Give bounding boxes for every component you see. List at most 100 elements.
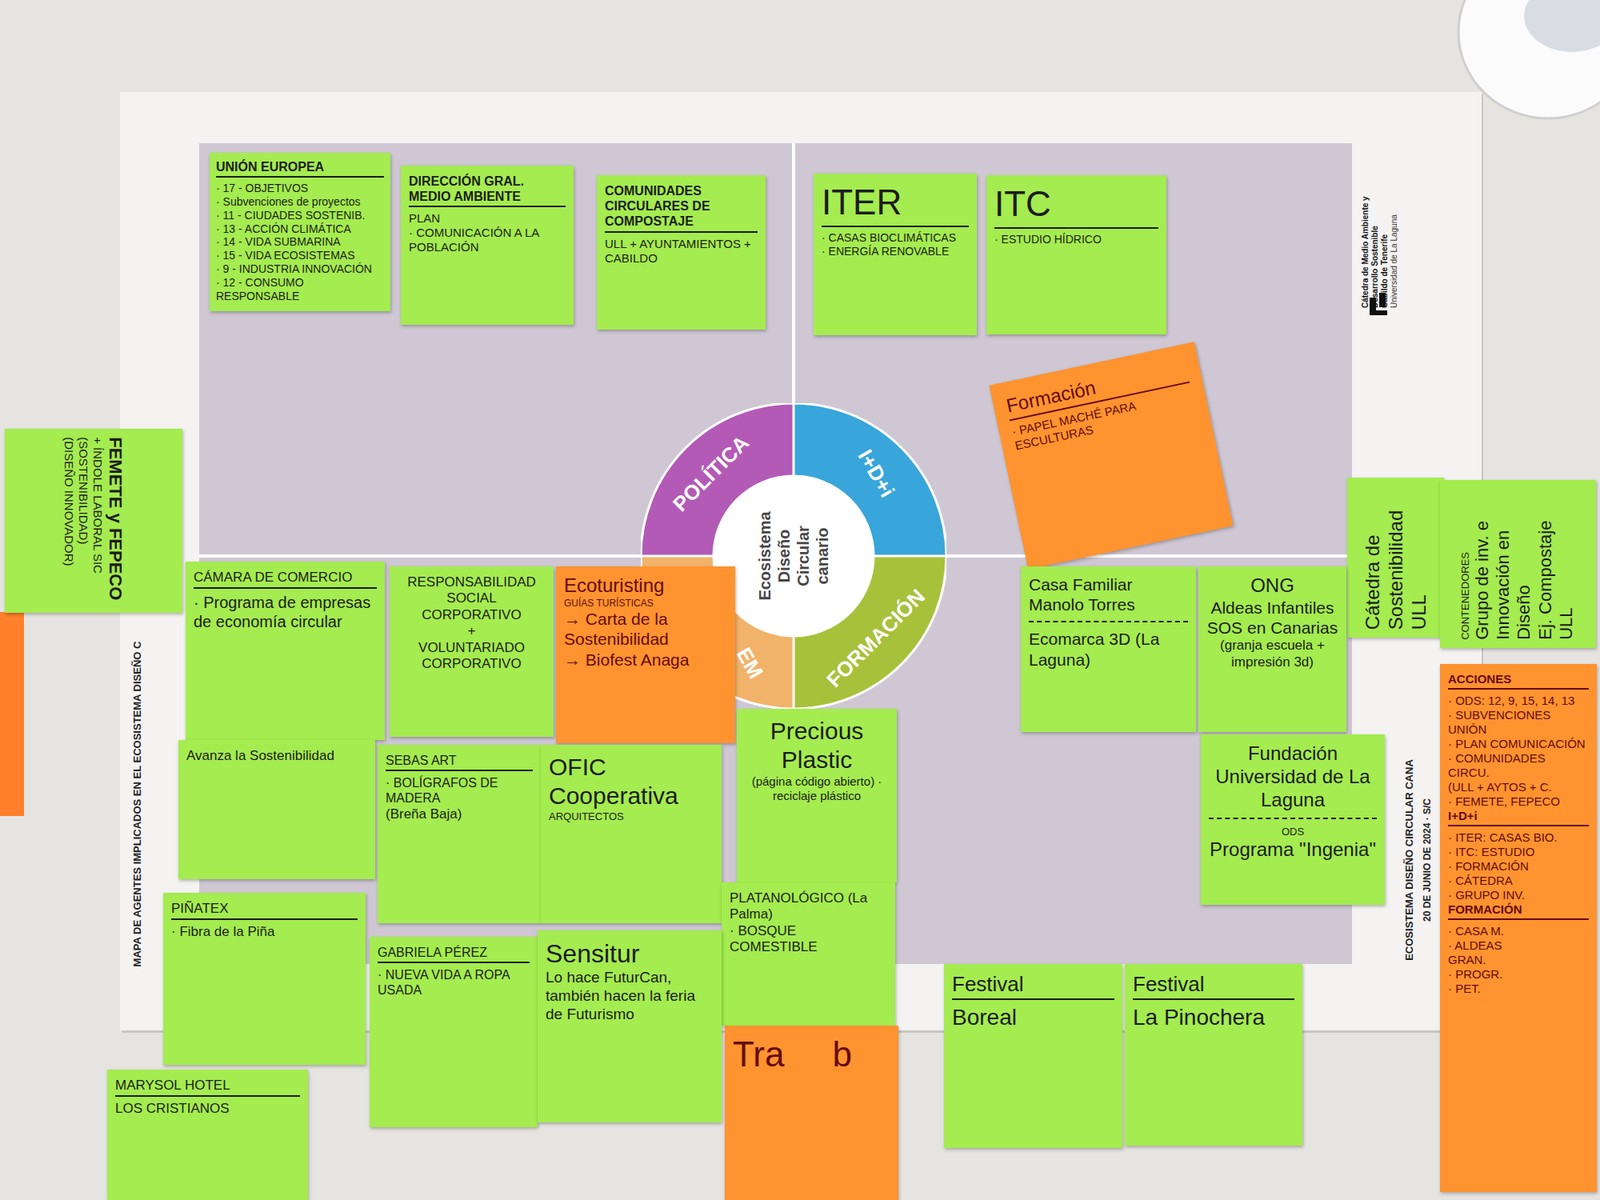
note-content: Avanza la Sostenibilidad <box>186 748 368 764</box>
side-label: 20 DE JUNIO DE 2024 · S/C <box>1420 732 1434 988</box>
note-text: → Biofest Anaga <box>564 649 728 670</box>
note-text: · BOLÍGRAFOS DE MADERA <box>385 775 533 806</box>
sticky-note: Casa Familiar Manolo TorresEcomarca 3D (… <box>1020 566 1196 732</box>
note-text: · PET. <box>1448 981 1589 996</box>
note-text: · ODS: 12, 9, 15, 14, 13 <box>1448 693 1589 708</box>
note-heading: Precious Plastic <box>744 716 889 775</box>
note-text: I+D+i <box>1448 808 1589 827</box>
note-text: FORMACIÓN <box>1448 902 1589 920</box>
note-content: SensiturLo hace FuturCan, también hacen … <box>545 938 714 1024</box>
note-text: Programa "Ingenia" <box>1208 838 1377 862</box>
note-heading: GABRIELA PÉREZ <box>377 944 530 964</box>
logo-text: Cátedra de Medio Ambiente y Desarrollo S… <box>1360 172 1380 308</box>
note-content: ONGAldeas Infantiles SOS en Canarias(gra… <box>1206 574 1339 671</box>
note-text: Aldeas Infantiles SOS en Canarias <box>1206 597 1339 638</box>
sticky-note: FestivalLa Pinochera <box>1124 964 1303 1146</box>
note-content: CÁMARA DE COMERCIO · Programa de empresas… <box>193 569 377 632</box>
note-content: MARYSOL HOTELLOS CRISTIANOS <box>115 1077 300 1118</box>
note-text: · 14 - VIDA SUBMARINA <box>216 235 384 249</box>
note-heading: DIRECCIÓN GRAL. MEDIO AMBIENTE <box>408 173 566 208</box>
poster <box>120 92 1482 1031</box>
note-text: · 11 - CIUDADES SOSTENIB. <box>216 208 384 223</box>
note-text: Boreal <box>952 1004 1115 1032</box>
note-text: · ITC: ESTUDIO <box>1448 844 1589 860</box>
note-text: · GRUPO INV. <box>1448 888 1589 903</box>
note-heading: Casa Familiar Manolo Torres <box>1028 574 1188 615</box>
note-content: GABRIELA PÉREZ· NUEVA VIDA A ROPA USADA <box>377 944 530 999</box>
note-content: Tra b <box>732 1033 891 1076</box>
logo-text: Universidad de La Laguna <box>1389 172 1400 308</box>
sticky-note: ACCIONES· ODS: 12, 9, 15, 14, 13· SUBVEN… <box>1440 664 1597 1192</box>
mug <box>1458 0 1600 119</box>
note-edge <box>0 612 24 816</box>
note-content: DIRECCIÓN GRAL. MEDIO AMBIENTE PLAN· COMU… <box>408 173 566 255</box>
note-heading: ITC <box>994 183 1159 229</box>
note-text: · ESTUDIO HÍDRICO <box>994 232 1159 247</box>
note-heading: PIÑATEX <box>171 900 358 920</box>
note-text: ARQUITECTOS <box>548 810 714 824</box>
note-text: · 15 - VIDA ECOSISTEMAS <box>216 248 384 263</box>
sticky-note: Cátedra de Sostenibilidad ULL <box>1347 477 1444 638</box>
side-label: ECOSISTEMA DISEÑO CIRCULAR CANA <box>1403 732 1416 988</box>
note-heading: COMUNIDADES CIRCULARES DE COMPOSTAJE <box>604 183 758 233</box>
note-text: b <box>832 1033 852 1076</box>
note-content: UNIÓN EUROPEA· 17 - OBJETIVOS· Subvencio… <box>216 159 384 303</box>
note-content: FestivalLa Pinochera <box>1132 972 1295 1032</box>
note-text: La Pinochera <box>1132 1004 1295 1032</box>
note-content: Cátedra de Sostenibilidad ULL <box>1360 485 1430 630</box>
sticky-note: EcoturistingGUÍAS TURÍSTICAS→ Carta de l… <box>556 566 736 744</box>
note-text: · 13 - ACCIÓN CLIMÁTICA <box>216 222 384 236</box>
note-text: (SOSTENIBILIDAD) <box>76 436 91 605</box>
note-text: Lo hace FuturCan, también hacen la feria… <box>545 968 714 1024</box>
note-text: · Fibra de la Piña <box>171 924 358 940</box>
note-content: RESPONSABILIDAD SOCIAL CORPORATIVO+VOLUN… <box>397 574 546 672</box>
note-heading: Festival <box>952 972 1115 1000</box>
note-content: EcoturistingGUÍAS TURÍSTICAS→ Carta de l… <box>564 574 728 670</box>
note-heading: ACCIONES <box>1448 672 1589 690</box>
note-text: · 9 - INDUSTRIA INNOVACIÓN <box>216 262 384 276</box>
sticky-note: Tra b <box>724 1025 899 1200</box>
sticky-note: FEMETE y FEPECO+ ÍNDOLE LABORAL SIC(SOST… <box>4 428 183 613</box>
note-text: GRAN. <box>1448 952 1589 968</box>
note-text: ULL + AYUNTAMIENTOS + CABILDO <box>604 236 758 266</box>
sticky-note: PLATANOLÓGICO (La Palma)· BOSQUE COMESTI… <box>721 882 896 1026</box>
sticky-note: RESPONSABILIDAD SOCIAL CORPORATIVO+VOLUN… <box>389 566 554 737</box>
note-heading: CÁMARA DE COMERCIO <box>193 569 377 589</box>
note-heading: Fundación Universidad de La Laguna <box>1208 742 1377 812</box>
note-heading: Tra <box>732 1033 784 1076</box>
note-heading: RESPONSABILIDAD SOCIAL CORPORATIVO <box>397 574 546 624</box>
sticky-note: DIRECCIÓN GRAL. MEDIO AMBIENTE PLAN· COMU… <box>400 165 574 325</box>
note-content: PIÑATEX · Fibra de la Piña <box>171 900 358 941</box>
note-text: PLAN <box>408 211 566 226</box>
sticky-note: COMUNIDADES CIRCULARES DE COMPOSTAJEULL … <box>596 175 766 330</box>
note-text: · PLAN COMUNICACIÓN <box>1448 736 1589 752</box>
note-heading: Sensitur <box>545 938 714 969</box>
sticky-note: GABRIELA PÉREZ· NUEVA VIDA A ROPA USADA <box>369 936 538 1128</box>
note-text: · BOSQUE COMESTIBLE <box>729 923 888 956</box>
note-text: · PROGR. <box>1448 967 1589 982</box>
note-text: · CASA M. <box>1448 924 1589 939</box>
note-text: · Subvenciones de proyectos <box>216 195 384 209</box>
note-text: Grupo de inv. e Innovación en Diseño <box>1471 488 1535 640</box>
note-text: · COMUNICACIÓN A LA POBLACIÓN <box>408 225 566 255</box>
note-text: · Programa de empresas de economía circu… <box>193 592 377 632</box>
sticky-note: Fundación Universidad de La LagunaODSPro… <box>1200 734 1385 905</box>
center-content: Ecosistema Diseño Circular canario <box>755 502 832 610</box>
note-heading: ONG <box>1206 574 1339 598</box>
note-content: Casa Familiar Manolo TorresEcomarca 3D (… <box>1028 574 1188 670</box>
note-text: · ALDEAS <box>1448 938 1589 953</box>
logo-mark <box>1369 310 1388 316</box>
note-text: (granja escuela + impresión 3d) <box>1206 637 1339 671</box>
note-text: · ITER: CASAS BIO. <box>1448 830 1589 845</box>
note-text: · COMUNIDADES CIRCU. <box>1448 751 1589 780</box>
logo-text: Cabildo de Tenerife <box>1380 172 1390 308</box>
logo-block: Cátedra de Medio Ambiente y Desarrollo S… <box>1360 172 1400 308</box>
note-content: OFIC CooperativaARQUITECTOS <box>548 752 714 824</box>
sticky-note: CÁMARA DE COMERCIO · Programa de empresas… <box>185 561 385 740</box>
note-text: VOLUNTARIADO CORPORATIVO <box>397 640 546 673</box>
sticky-note: PIÑATEX · Fibra de la Piña <box>163 892 366 1065</box>
note-content: Fundación Universidad de La LagunaODSPro… <box>1208 742 1377 862</box>
segment-path <box>793 556 947 709</box>
